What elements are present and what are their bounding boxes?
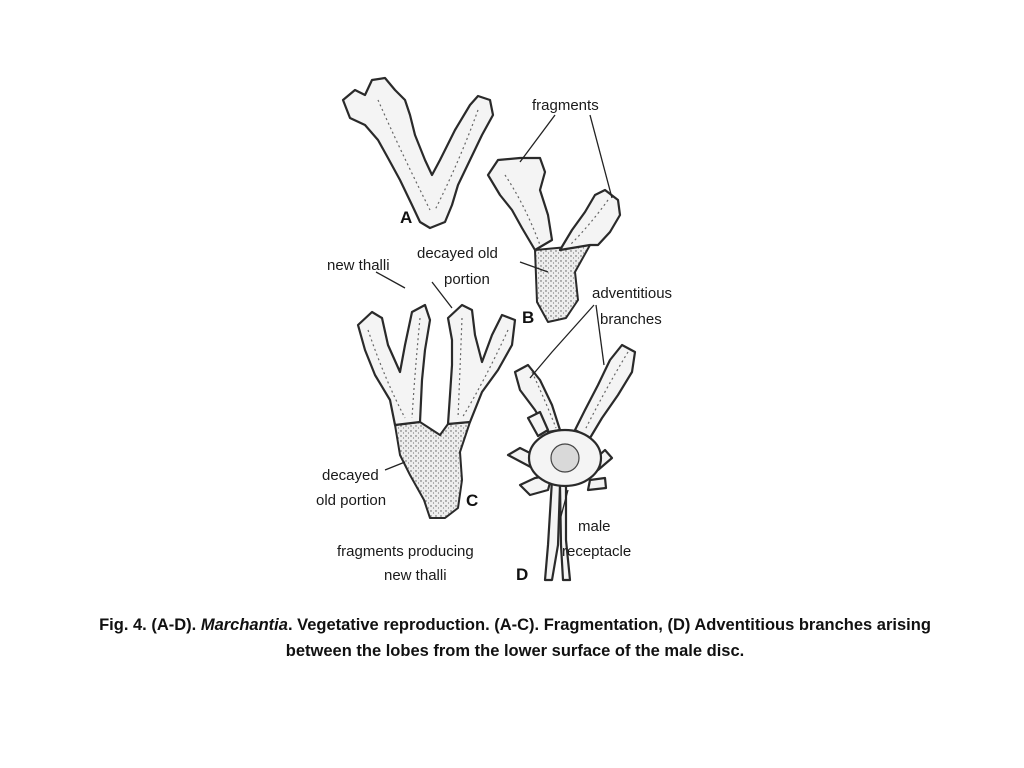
- label-male-line1: male: [578, 518, 611, 535]
- leader-lines: [375, 114, 613, 521]
- panel-b-thallus: [486, 156, 622, 323]
- label-fragments: fragments: [532, 97, 599, 114]
- caption-line-2: between the lobes from the lower surface…: [285, 642, 745, 660]
- label-male-line2: receptacle: [562, 543, 631, 560]
- label-decayed-c-line2: old portion: [316, 492, 386, 509]
- label-decayed-c-line1: decayed: [322, 467, 379, 484]
- label-decayed-old-line1: decayed old: [417, 245, 498, 262]
- label-fragments-producing-line1: fragments producing: [337, 543, 474, 560]
- caption-genus: Marchantia: [200, 616, 288, 634]
- label-new-thalli: new thalli: [327, 257, 390, 274]
- label-decayed-old-line2: portion: [444, 271, 490, 288]
- caption-prefix: Fig. 4. (A-D).: [99, 616, 201, 634]
- label-adventitious-line1: adventitious: [592, 285, 672, 302]
- panel-letter-b: B: [522, 308, 534, 327]
- panel-c-thallus: [356, 303, 517, 519]
- panel-letter-a: A: [400, 208, 412, 227]
- caption-line-1: Fig. 4. (A-D). Marchantia. Vegetative re…: [50, 612, 980, 638]
- figure-caption: Fig. 4. (A-D). Marchantia. Vegetative re…: [50, 612, 980, 664]
- label-fragments-producing-line2: new thalli: [384, 567, 447, 584]
- panel-letter-d: D: [516, 565, 528, 584]
- caption-line1-rest: . Vegetative reproduction. (A-C). Fragme…: [287, 616, 931, 634]
- label-adventitious-line2: branches: [600, 311, 662, 328]
- panel-a-thallus: [341, 76, 495, 230]
- panel-d-male-receptacle: [506, 343, 637, 582]
- panel-letter-c: C: [466, 491, 478, 510]
